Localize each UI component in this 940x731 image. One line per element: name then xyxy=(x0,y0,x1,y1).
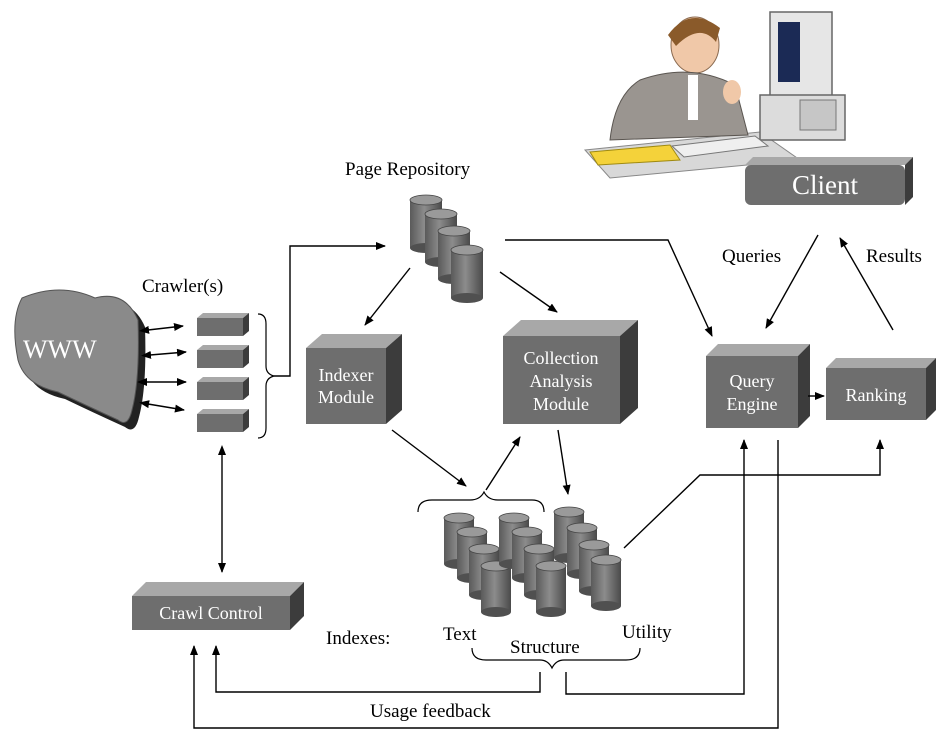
query-engine-to-crawl-control-arrow xyxy=(190,440,779,729)
www-cloud: WWW xyxy=(14,289,146,430)
index-utility-cylinders xyxy=(553,506,622,611)
query-engine-box: Query Engine xyxy=(706,344,810,428)
www-crawler-arrow xyxy=(139,400,185,413)
edges xyxy=(190,234,894,729)
repository-to-collection-arrow xyxy=(499,271,558,313)
repository-to-indexer-arrow xyxy=(364,267,411,326)
client-label: Client xyxy=(792,170,858,200)
indexes-to-collection-arrow xyxy=(485,436,521,491)
client-box: Client xyxy=(745,157,913,205)
utility-to-ranking-arrow xyxy=(623,439,884,549)
crawler-to-repository-arrow xyxy=(274,242,386,377)
ranking-label: Ranking xyxy=(846,385,907,405)
index-utility-label: Utility xyxy=(622,622,672,643)
indexes-to-query-engine-arrow xyxy=(565,439,748,695)
query-engine-line1: Query xyxy=(730,371,775,391)
usage-feedback-arrow xyxy=(212,645,541,693)
indexer-to-indexes-arrow xyxy=(391,429,467,487)
www-crawler-arrow xyxy=(139,323,184,334)
index-structure-label: Structure xyxy=(510,637,580,658)
crawl-control-label: Crawl Control xyxy=(159,603,263,623)
repository-to-query-engine-arrow xyxy=(505,239,713,337)
crawl-control-box: Crawl Control xyxy=(132,582,304,630)
collection-analysis-line1: Collection xyxy=(524,348,599,368)
client-illustration xyxy=(583,11,846,179)
crawlers-label: Crawler(s) xyxy=(142,276,223,297)
index-top-brace xyxy=(417,490,545,513)
indexer-module-line1: Indexer xyxy=(319,365,374,385)
usage-feedback-label: Usage feedback xyxy=(370,701,491,722)
results-arrow xyxy=(839,237,894,331)
collection-to-indexes-arrow xyxy=(557,429,571,495)
collection-analysis-line3: Module xyxy=(533,394,589,414)
queries-label: Queries xyxy=(722,246,781,267)
crawler-brace xyxy=(257,313,275,439)
crawler-block xyxy=(197,409,249,432)
crawlers-group: Crawler(s) xyxy=(137,276,275,439)
indexes-label: Indexes: xyxy=(326,628,390,649)
crawler-block xyxy=(197,345,249,368)
indexer-module-line2: Module xyxy=(318,387,374,407)
collection-analysis-line2: Analysis xyxy=(530,371,593,391)
index-bottom-brace xyxy=(471,647,641,670)
indexer-module-box: Indexer Module xyxy=(306,334,402,424)
index-text-label: Text xyxy=(443,624,477,645)
results-label: Results xyxy=(866,246,922,267)
queries-arrow xyxy=(765,234,819,329)
crawler-block xyxy=(197,313,249,336)
www-crawler-arrow xyxy=(141,348,187,359)
page-repository-cylinders xyxy=(409,194,484,303)
www-label: WWW xyxy=(23,335,97,364)
query-engine-line2: Engine xyxy=(727,394,778,414)
index-structure-cylinders xyxy=(498,512,567,617)
page-repository-label: Page Repository xyxy=(345,159,471,180)
collection-analysis-module-box: Collection Analysis Module xyxy=(503,320,638,424)
index-text-cylinders xyxy=(443,512,512,617)
crawler-block xyxy=(197,377,249,400)
ranking-box: Ranking xyxy=(826,358,936,420)
